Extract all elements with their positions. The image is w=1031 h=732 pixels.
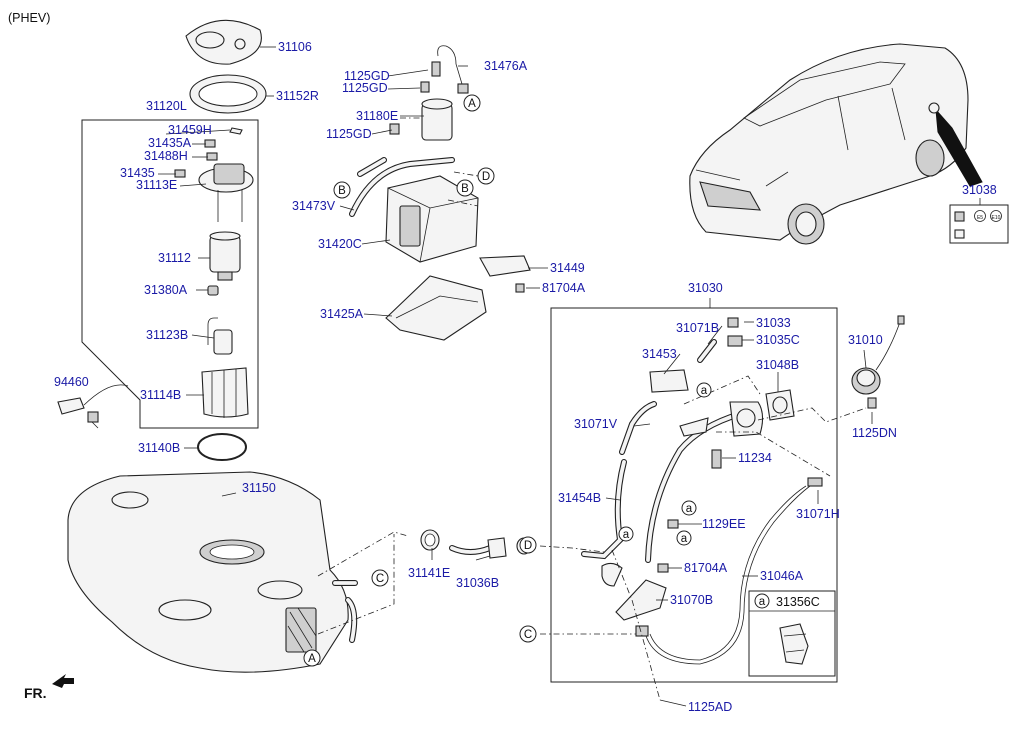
callout-small-a-4: a: [676, 530, 692, 546]
direction-label: FR.: [24, 685, 47, 701]
filler-group-box: [550, 307, 838, 683]
svg-text:B: B: [338, 185, 346, 197]
label-31420c: 31420C: [318, 237, 362, 251]
label-31048b: 31048B: [756, 358, 799, 372]
callout-c-1: C: [371, 569, 389, 587]
label-31459h: 31459H: [168, 123, 212, 137]
leader-lines: [158, 65, 981, 707]
label-31123b: 31123B: [146, 328, 188, 342]
label-31454b: 31454B: [558, 491, 601, 505]
pump-cover-part: [185, 19, 262, 65]
callout-small-a-1: a: [696, 382, 712, 398]
label-1125gd-3: 1125GD: [326, 127, 372, 141]
fuel-cap-part: [851, 315, 905, 409]
filler-hose-parts: [420, 529, 532, 559]
label-31180e: 31180E: [356, 109, 398, 123]
lock-ring-part: [189, 74, 267, 114]
sticker-e5: E5: [977, 215, 983, 221]
svg-text:D: D: [524, 540, 532, 552]
pump-module-parts: [174, 127, 254, 418]
callout-b-1: B: [333, 181, 351, 199]
label-31071h: 31071H: [796, 507, 840, 521]
svg-text:C: C: [376, 573, 384, 585]
label-31141e: 31141E: [408, 566, 450, 580]
sticker-e10: E10: [992, 215, 1001, 221]
connection-lines: [317, 117, 867, 701]
label-31030: 31030: [688, 281, 723, 295]
label-31071v: 31071V: [574, 417, 618, 431]
sensor-harness-part: [57, 384, 129, 429]
label-31070b: 31070B: [670, 593, 713, 607]
label-1125gd-2: 1125GD: [342, 81, 388, 95]
fuel-tank-part: [67, 471, 358, 673]
car-illustration: [689, 43, 983, 245]
callout-a-2: A: [303, 649, 321, 667]
callout-small-a-2: a: [681, 500, 697, 516]
label-31435a: 31435A: [148, 136, 192, 150]
label-31010: 31010: [848, 333, 883, 347]
label-31425a: 31425A: [320, 307, 364, 321]
label-31046a: 31046A: [760, 569, 804, 583]
svg-text:B: B: [461, 183, 469, 195]
svg-text:a: a: [681, 533, 688, 545]
svg-text:D: D: [482, 171, 490, 183]
label-31380a: 31380A: [144, 283, 188, 297]
label-81704a-2: 81704A: [684, 561, 728, 575]
gasket-part: [197, 433, 247, 461]
label-11234: 11234: [738, 451, 772, 465]
label-31071b: 31071B: [676, 321, 719, 335]
label-31036b: 31036B: [456, 576, 499, 590]
label-1125dn: 1125DN: [852, 426, 897, 440]
callout-c-2: C: [519, 625, 537, 643]
label-31435: 31435: [120, 166, 155, 180]
label-31453: 31453: [642, 347, 677, 361]
label-31140b: 31140B: [138, 441, 180, 455]
svg-text:a: a: [701, 385, 708, 397]
callout-a-1: A: [463, 94, 481, 112]
label-94460: 94460: [54, 375, 89, 389]
svg-text:a: a: [686, 503, 693, 515]
label-1129ee: 1129EE: [702, 517, 746, 531]
label-1125gd-1: 1125GD: [344, 69, 390, 83]
callout-d-1: D: [477, 167, 495, 185]
inset-part-number: 31356C: [776, 595, 820, 609]
label-31033: 31033: [756, 316, 791, 330]
part-labels: 31106 31152R 31120L 31459H 31435A 31488H…: [54, 40, 997, 714]
svg-text:C: C: [524, 629, 532, 641]
label-31113e: 31113E: [136, 178, 177, 192]
label-31152r: 31152R: [276, 89, 319, 103]
svg-text:A: A: [308, 653, 316, 665]
label-31476a: 31476A: [484, 59, 528, 73]
label-31038: 31038: [962, 183, 997, 197]
label-31120l: 31120L: [146, 99, 187, 113]
callout-small-a-3: a: [618, 526, 634, 542]
label-81704a-1: 81704A: [542, 281, 586, 295]
pump-module-group-box: [81, 119, 259, 429]
label-31106: 31106: [278, 40, 312, 54]
label-31112: 31112: [158, 251, 191, 265]
svg-text:a: a: [623, 529, 630, 541]
label-1125ad: 1125AD: [688, 700, 732, 714]
callout-b-2: B: [456, 179, 474, 197]
variant-note: (PHEV): [8, 11, 50, 25]
label-31114b: 31114B: [140, 388, 181, 402]
fuel-label-sticker: E5 E10: [949, 204, 1009, 244]
label-31488h: 31488H: [144, 149, 188, 163]
callout-d-2: D: [519, 536, 537, 554]
front-direction-indicator: FR.: [24, 674, 74, 701]
canister-assembly-part: [349, 45, 531, 341]
label-31035c: 31035C: [756, 333, 800, 347]
inset-box-31356c: a 31356C: [748, 590, 836, 677]
label-31449: 31449: [550, 261, 585, 275]
label-31473v: 31473V: [292, 199, 336, 213]
svg-text:A: A: [468, 98, 476, 110]
filler-neck-parts: [581, 317, 823, 665]
inset-callout-letter: a: [759, 596, 766, 608]
label-31150: 31150: [242, 481, 276, 495]
